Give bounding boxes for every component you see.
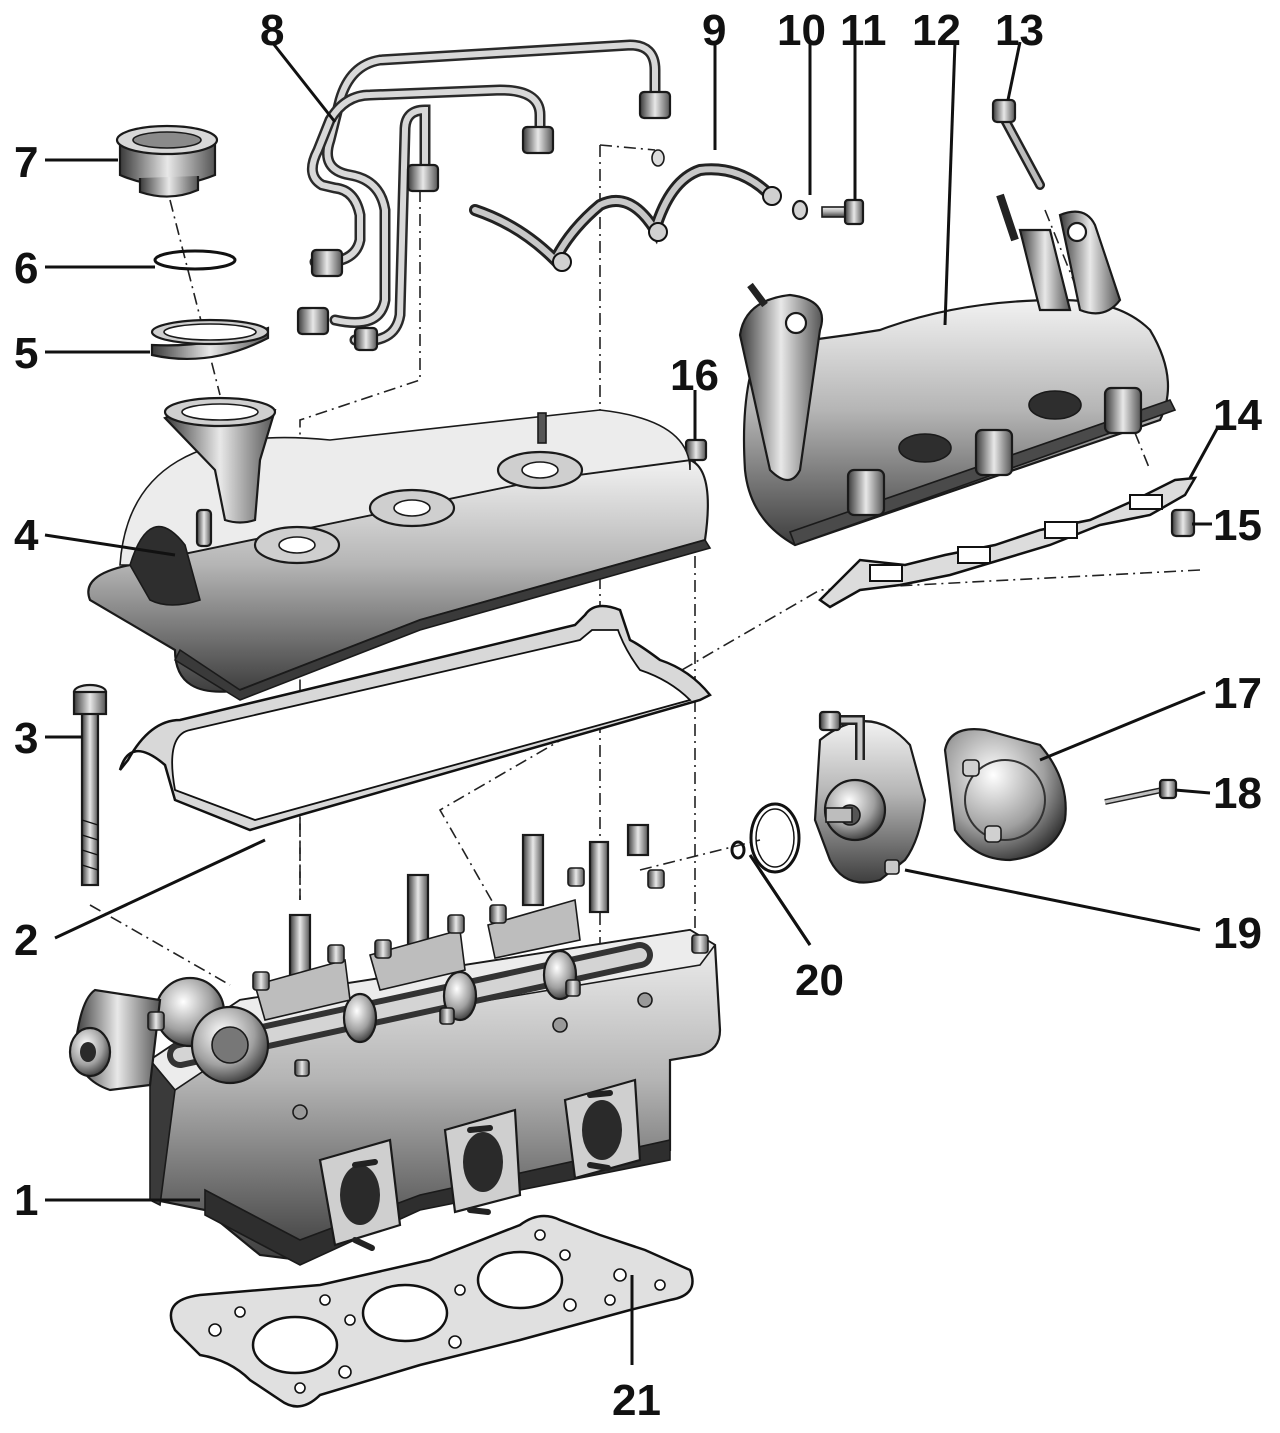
callout-1: 1 bbox=[14, 1176, 38, 1225]
callout-12: 12 bbox=[912, 6, 961, 55]
callout-17: 17 bbox=[1213, 669, 1262, 718]
sealing-washer bbox=[791, 199, 809, 221]
callout-8: 8 bbox=[260, 6, 284, 55]
callout-7: 7 bbox=[14, 138, 38, 187]
callout-11: 11 bbox=[840, 6, 887, 55]
callout-3: 3 bbox=[14, 714, 38, 763]
callout-6: 6 bbox=[14, 244, 38, 293]
head-gasket bbox=[169, 1214, 694, 1408]
callout-18: 18 bbox=[1213, 769, 1262, 818]
cover-gasket-inner bbox=[171, 629, 692, 821]
manifold-gasket-ports bbox=[869, 494, 1163, 582]
vacuum-pump-cover bbox=[943, 728, 1067, 862]
callout-5: 5 bbox=[14, 329, 38, 378]
breather-cap bbox=[115, 124, 219, 198]
cylinder-head bbox=[68, 823, 722, 1266]
callout-15: 15 bbox=[1213, 501, 1262, 550]
fuel-return-hose bbox=[469, 163, 782, 272]
stud-nut bbox=[1170, 508, 1196, 538]
callout-9: 9 bbox=[702, 6, 726, 55]
banjo-bolt bbox=[821, 198, 865, 226]
callout-19: 19 bbox=[1213, 909, 1262, 958]
o-ring-seal bbox=[153, 249, 237, 271]
injector-pipe-nuts bbox=[296, 90, 672, 352]
pump-o-rings bbox=[730, 802, 801, 874]
manifold-stud bbox=[991, 98, 1045, 190]
callout-14: 14 bbox=[1213, 391, 1262, 440]
vacuum-pump bbox=[813, 710, 927, 884]
pump-screw bbox=[1104, 778, 1178, 805]
callout-20: 20 bbox=[795, 956, 844, 1005]
seal-ring bbox=[150, 318, 270, 360]
injector-pipes bbox=[306, 39, 661, 347]
cylinder-head-cover bbox=[87, 396, 712, 701]
callout-labels: 1 2 3 4 5 6 7 8 9 10 11 12 13 14 15 16 1… bbox=[14, 6, 1262, 1425]
callout-4: 4 bbox=[14, 511, 39, 560]
callout-16: 16 bbox=[670, 351, 719, 400]
callout-13: 13 bbox=[995, 6, 1044, 55]
small-washer bbox=[651, 149, 665, 167]
callout-2: 2 bbox=[14, 916, 38, 965]
callout-21: 21 bbox=[612, 1376, 661, 1425]
head-bolt bbox=[72, 683, 108, 887]
leader-lines bbox=[44, 41, 1220, 1365]
intake-manifold bbox=[738, 193, 1177, 547]
callout-10: 10 bbox=[777, 6, 826, 55]
manifold-gasket bbox=[818, 476, 1198, 609]
